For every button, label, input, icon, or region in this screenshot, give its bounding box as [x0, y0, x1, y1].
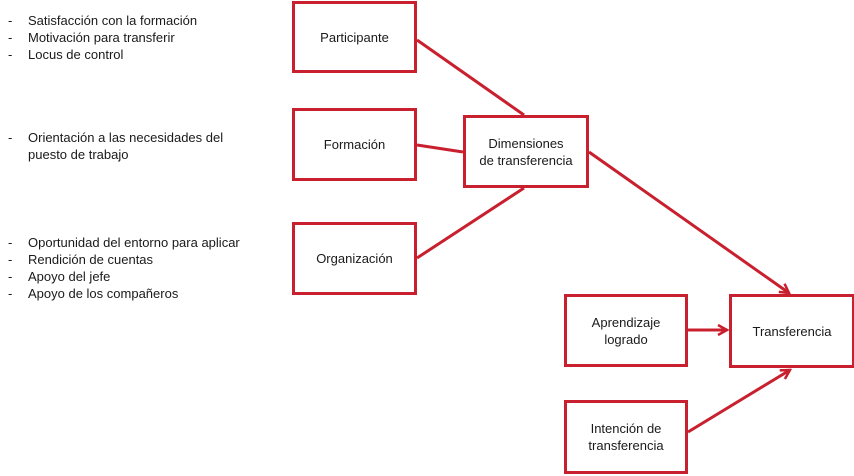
- line-formacion-to-dimensiones: [416, 143, 464, 154]
- organizacion-factor: Apoyo de los compañeros: [8, 285, 240, 302]
- aprendizaje-label: Aprendizaje logrado: [592, 314, 661, 348]
- organizacion-label: Organización: [316, 251, 393, 266]
- organizacion-factor: Apoyo del jefe: [8, 268, 240, 285]
- participante-factor: Satisfacción con la formación: [8, 12, 197, 29]
- intencion-label: Intención de transferencia: [588, 420, 663, 454]
- transferencia-box: Transferencia: [729, 294, 854, 368]
- aprendizaje-label-line1: Aprendizaje: [591, 314, 661, 330]
- dimensiones-label-line1: Dimensiones: [488, 135, 564, 151]
- formacion-box: Formación: [292, 108, 417, 181]
- aprendizaje-box: Aprendizaje logrado: [564, 294, 688, 367]
- line-participante-to-dimensiones: [416, 38, 525, 117]
- formacion-factor-text: Orientación a las necesidades del puesto…: [28, 130, 224, 162]
- dimensiones-label-line2: de transferencia: [479, 152, 573, 168]
- line-organizacion-to-dimensiones: [416, 186, 525, 260]
- arrow-intencion-to-transferencia: [687, 370, 790, 434]
- transferencia-label: Transferencia: [752, 323, 832, 339]
- aprendizaje-label-line2: logrado: [604, 331, 648, 347]
- formacion-factors-list: Orientación a las necesidades del puesto…: [8, 129, 228, 163]
- intencion-label-line1: Intención de: [590, 421, 662, 436]
- arrow-dimensiones-to-transferencia: [588, 150, 789, 293]
- formacion-label: Formación: [323, 137, 386, 152]
- participante-factors-list: Satisfacción con la formación Motivación…: [8, 12, 197, 63]
- participante-label: Participante: [320, 29, 389, 45]
- dimensiones-box: Dimensiones de transferencia: [463, 115, 589, 188]
- organizacion-factor: Oportunidad del entorno para aplicar: [8, 234, 240, 251]
- participante-box: Participante: [292, 1, 417, 73]
- intencion-label-line2: transferencia: [588, 438, 664, 453]
- organizacion-factors-list: Oportunidad del entorno para aplicar Ren…: [8, 234, 240, 302]
- formacion-factor: Orientación a las necesidades del puesto…: [8, 129, 228, 163]
- intencion-box: Intención de transferencia: [564, 400, 688, 474]
- organizacion-box: Organización: [292, 222, 417, 295]
- participante-factor: Motivación para transferir: [8, 29, 197, 46]
- participante-factor: Locus de control: [8, 46, 197, 63]
- organizacion-factor: Rendición de cuentas: [8, 251, 240, 268]
- dimensiones-label: Dimensiones de transferencia: [479, 135, 572, 169]
